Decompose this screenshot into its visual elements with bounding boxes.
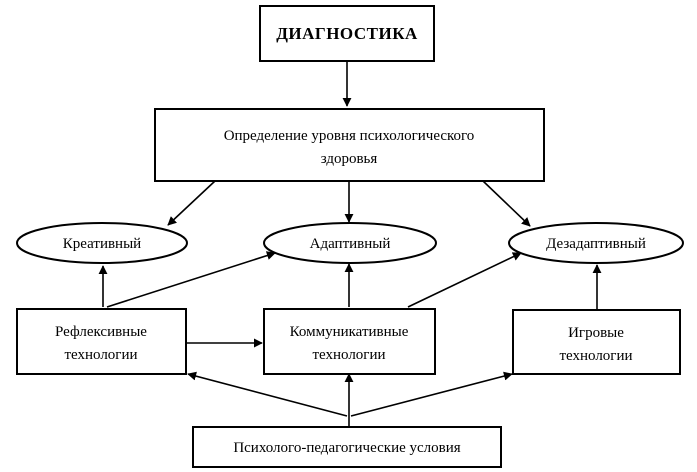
node-creative: Креативный	[16, 222, 188, 264]
edges	[98, 61, 602, 426]
edge-conditions-to-reflexive	[187, 371, 348, 417]
edge-communicative-to-disadaptive	[407, 252, 522, 308]
node-game-label-line2: технологии	[559, 348, 632, 364]
edge-level-to-disadaptive	[482, 180, 531, 227]
node-reflexive: Рефлексивные технологии	[16, 308, 187, 375]
node-level: Определение уровня психологического здор…	[154, 108, 545, 182]
edge-level-to-creative	[167, 180, 216, 226]
edge-reflexive-to-adaptive	[106, 251, 276, 308]
node-communicative: Коммуникативные технологии	[263, 308, 436, 375]
node-diagnostics-label: ДИАГНОСТИКА	[276, 24, 418, 43]
node-conditions: Психолого-педагогические условия	[192, 426, 502, 468]
node-communicative-label-line2: технологии	[312, 347, 385, 363]
node-conditions-label: Психолого-педагогические условия	[233, 440, 460, 456]
node-level-label-line2: здоровья	[321, 151, 378, 167]
node-game: Игровые технологии	[512, 309, 681, 375]
node-level-label-line1: Определение уровня психологического	[224, 128, 475, 144]
node-reflexive-label-line1: Рефлексивные	[55, 324, 147, 340]
node-game-label-line1: Игровые	[568, 325, 624, 341]
node-disadaptive: Дезадаптивный	[508, 222, 684, 264]
node-communicative-label-line1: Коммуникативные	[290, 324, 409, 340]
node-adaptive-label: Адаптивный	[310, 236, 391, 252]
node-adaptive: Адаптивный	[263, 222, 437, 264]
node-diagnostics: ДИАГНОСТИКА	[259, 5, 435, 62]
node-creative-label: Креативный	[63, 236, 141, 252]
edge-conditions-to-game	[350, 371, 513, 417]
node-reflexive-label-line2: технологии	[64, 347, 137, 363]
node-disadaptive-label: Дезадаптивный	[546, 236, 646, 252]
